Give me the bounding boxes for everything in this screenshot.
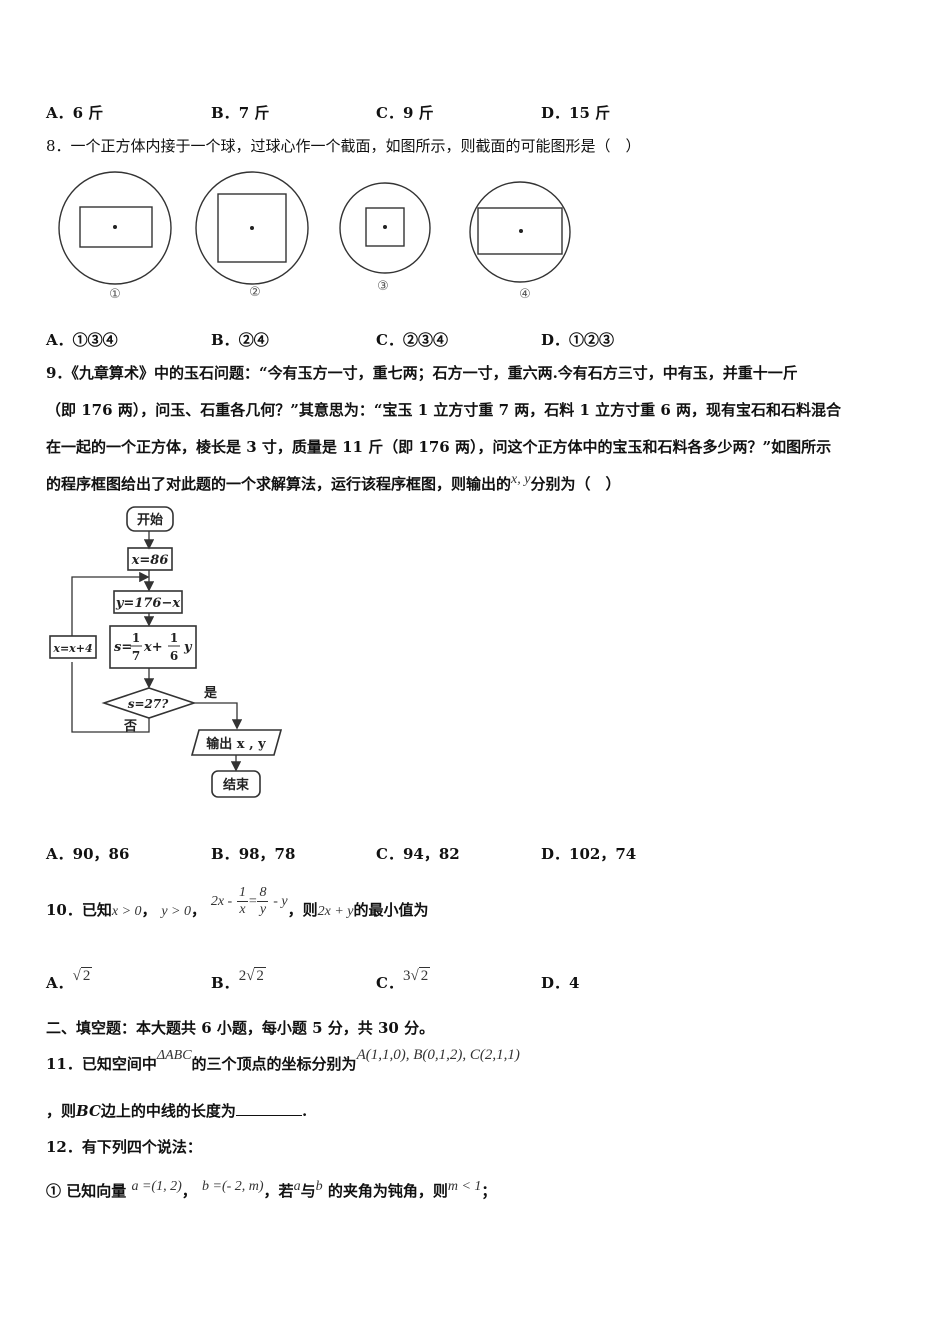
section2-heading: 二、填空题：本大题共 6 小题，每小题 5 分，共 30 分。	[46, 1019, 435, 1037]
flow-init-text: x=86	[131, 553, 169, 568]
q8-diagram-1: ①	[58, 171, 172, 302]
q9-option-d: D．102，74	[541, 845, 637, 863]
q8-diagram-3: ③	[339, 182, 431, 294]
q12-statement-1: ① 已知向量 a =(1, 2)， b =(- 2, m)，若a与b 的夹角为钝…	[46, 1179, 497, 1200]
q8-stem: 8．一个正方体内接于一个球，过球心作一个截面，如图所示，则截面的可能图形是（ ）	[46, 137, 641, 155]
flow-end-box	[211, 770, 261, 798]
q8-diagram-2: ②	[195, 171, 309, 300]
flow-output-text: 输出 x , y	[206, 736, 266, 752]
q9-line-3: 在一起的一个正方体，棱长是 3 寸，质量是 11 斤（即 176 两），问这个正…	[46, 438, 832, 456]
q9-line-2: （即 176 两），问玉、石重各几何？”其意思为：“宝玉 1 立方寸重 7 两，…	[46, 401, 842, 419]
flow-start-text: 开始	[137, 512, 163, 528]
q8-option-b: B．②④	[211, 331, 269, 349]
q7-option-a: A．6 斤	[46, 104, 104, 122]
q9-line-1: 9．《九章算术》中的玉石问题：“今有玉方一寸，重七两；石方一寸，重六两.今有石方…	[46, 364, 798, 382]
q10-option-c: C．3√2	[376, 967, 431, 992]
q9-output-vars: x, y	[511, 472, 531, 487]
svg-text:7: 7	[132, 649, 140, 663]
svg-text:x+: x+	[143, 640, 163, 655]
q8-diagram-4: ④	[469, 181, 571, 302]
q10-option-a: A．√2	[46, 967, 93, 992]
svg-text:1: 1	[132, 631, 140, 645]
flow-start-box	[126, 506, 174, 532]
flow-no-label: 否	[123, 719, 137, 734]
flow-assign-y-text: y=176−x	[115, 596, 180, 611]
q8-figure: ① ② ③ ④	[58, 171, 571, 302]
q9-line-4: 的程序框图给出了对此题的一个求解算法，运行该程序框图，则输出的x, y分别为（ …	[46, 472, 621, 493]
q10-option-b: B．2√2	[211, 967, 266, 992]
q9-option-c: C．94，82	[376, 845, 460, 863]
q8-label-2: ②	[249, 285, 261, 300]
q7-option-d: D．15 斤	[541, 104, 611, 122]
q9-option-b: B．98，78	[211, 845, 296, 863]
q9-option-a: A．90，86	[46, 845, 130, 863]
flow-update-text: x=x+4	[52, 642, 92, 655]
q7-option-c: C．9 斤	[376, 104, 434, 122]
q8-label-1: ①	[109, 287, 121, 302]
flow-update-box	[49, 635, 97, 659]
flow-assign-s-box	[109, 625, 197, 669]
q9-flowchart: 开始 x=86 y=176−x s= 1 7 x+ 1 6 y s=27? 是 …	[49, 506, 283, 798]
flow-end-text: 结束	[223, 777, 250, 793]
flow-assign-y-box	[113, 590, 183, 614]
flow-init-box	[127, 547, 173, 571]
flow-output-box	[190, 729, 283, 756]
q10-option-d: D．4	[541, 974, 580, 992]
svg-text:1: 1	[170, 631, 178, 645]
q12-stem: 12．有下列四个说法：	[46, 1138, 202, 1156]
flow-yes-label: 是	[203, 686, 218, 701]
q8-label-4: ④	[519, 287, 531, 302]
q8-option-a: A．①③④	[46, 331, 118, 349]
q11-stem: 11．已知空间中ΔABC的三个顶点的坐标分别为A(1,1,0), B(0,1,2…	[46, 1047, 520, 1073]
q11-answer-blank[interactable]	[235, 1101, 302, 1116]
svg-text:y: y	[183, 640, 193, 655]
flow-condition-text: s=27?	[128, 697, 170, 711]
q8-option-d: D．①②③	[541, 331, 615, 349]
q8-label-3: ③	[377, 279, 389, 294]
q7-option-b: B．7 斤	[211, 104, 270, 122]
svg-text:s=: s=	[114, 640, 132, 655]
q8-option-c: C．②③④	[376, 331, 448, 349]
svg-text:6: 6	[170, 649, 178, 663]
q11-line-2: ，则BC边上的中线的长度为.	[46, 1101, 308, 1120]
